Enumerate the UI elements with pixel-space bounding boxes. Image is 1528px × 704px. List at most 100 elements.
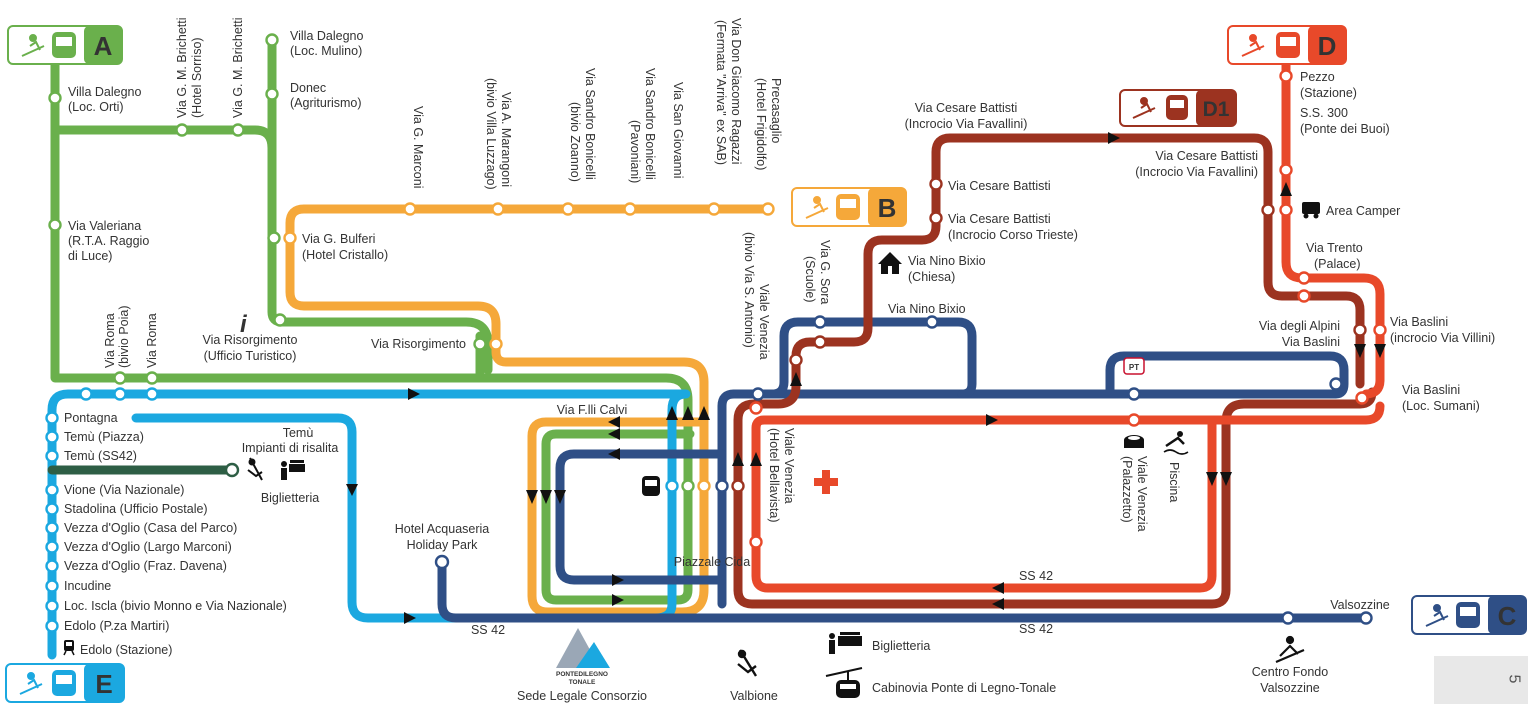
stop[interactable] [45, 521, 59, 535]
stop[interactable] [491, 202, 505, 216]
bus-icon [1276, 32, 1300, 58]
stop[interactable] [925, 315, 939, 329]
stop[interactable] [434, 554, 450, 570]
stop[interactable] [1261, 203, 1275, 217]
logo-text: PONTEDILEGNO [556, 671, 608, 678]
stop[interactable] [45, 411, 59, 425]
stop[interactable] [749, 401, 763, 415]
stop[interactable] [113, 371, 127, 385]
info-icon: i [240, 311, 248, 338]
stop[interactable] [751, 387, 765, 401]
stop-label: Via Risorgimento [203, 333, 298, 347]
badge-line-e[interactable]: E [5, 663, 125, 703]
stop-label: Loc. Iscla (bivio Monno e Via Nazionale) [64, 599, 287, 613]
stop[interactable] [665, 479, 679, 493]
stop[interactable] [929, 177, 943, 191]
stop[interactable] [681, 479, 695, 493]
stop[interactable] [283, 231, 297, 245]
stop[interactable] [113, 387, 127, 401]
cross-country-ski-icon [1275, 635, 1305, 664]
stop[interactable] [403, 202, 417, 216]
train-icon [63, 640, 75, 656]
badge-label: C [1498, 601, 1517, 631]
stop-label: di Luce) [68, 249, 112, 263]
stop-label: Via Sandro Bonicelli [583, 68, 597, 180]
stop[interactable] [1297, 271, 1311, 285]
stop-label: Edolo (Stazione) [80, 643, 172, 657]
stop-label: Vezza d'Oglio (Fraz. Davena) [64, 559, 227, 573]
stop[interactable] [1127, 387, 1141, 401]
stop[interactable] [1373, 323, 1387, 337]
badge-line-b[interactable]: B [791, 187, 907, 227]
stop[interactable] [1353, 323, 1367, 337]
badge-line-d[interactable]: D [1227, 25, 1347, 65]
stop[interactable] [929, 211, 943, 225]
stop[interactable] [489, 337, 503, 351]
stop[interactable] [1281, 611, 1295, 625]
stop[interactable] [1329, 377, 1343, 391]
ski-icon [1132, 97, 1156, 119]
stop[interactable] [45, 449, 59, 463]
stop-label: (Palace) [1314, 257, 1361, 271]
stop[interactable] [813, 315, 827, 329]
stop-label: Vezza d'Oglio (Largo Marconi) [64, 540, 232, 554]
stop[interactable] [1359, 611, 1373, 625]
stop[interactable] [265, 87, 279, 101]
stop-label: Via Don Giacomo Ragazzi [729, 18, 743, 164]
stop[interactable] [45, 502, 59, 516]
ski-icon [21, 34, 45, 57]
badge-line-d1[interactable]: D1 [1119, 89, 1237, 127]
stop[interactable] [45, 579, 59, 593]
stop[interactable] [1279, 203, 1293, 217]
page-number: 5 [1505, 674, 1523, 684]
stop[interactable] [45, 619, 59, 633]
stop[interactable] [473, 337, 487, 351]
stop-label: Via Valeriana [68, 219, 141, 233]
road-label: SS 42 [1019, 569, 1053, 583]
stop[interactable] [45, 599, 59, 613]
stop[interactable] [789, 353, 803, 367]
stop[interactable] [813, 335, 827, 349]
stops-a [48, 33, 487, 385]
stop[interactable] [1297, 289, 1311, 303]
stop[interactable] [45, 430, 59, 444]
stop[interactable] [48, 218, 62, 232]
stop[interactable] [45, 559, 59, 573]
stop-label: Villa Dalegno [290, 29, 363, 43]
stop[interactable] [48, 91, 62, 105]
stop[interactable] [1279, 163, 1293, 177]
stop[interactable] [273, 313, 287, 327]
stop[interactable] [1355, 391, 1369, 405]
stop-label: Via Trento [1306, 241, 1363, 255]
stop[interactable] [45, 483, 59, 497]
stop[interactable] [45, 540, 59, 554]
stop[interactable] [561, 202, 575, 216]
badge-line-c[interactable]: C [1411, 595, 1527, 635]
stop[interactable] [224, 462, 240, 478]
pool-icon [1163, 431, 1189, 455]
badge-line-a[interactable]: A [7, 25, 123, 65]
stop[interactable] [231, 123, 245, 137]
stop[interactable] [1279, 69, 1293, 83]
stop[interactable] [707, 202, 721, 216]
stop[interactable] [175, 123, 189, 137]
stop[interactable] [145, 387, 159, 401]
stop[interactable] [697, 479, 711, 493]
stop[interactable] [761, 202, 775, 216]
stop[interactable] [265, 33, 279, 47]
labels-line-e: Pontagna Temù (Piazza) Temù (SS42) Vione… [63, 411, 338, 657]
stop[interactable] [1127, 413, 1141, 427]
stop[interactable] [267, 231, 281, 245]
stop-label: Via degli Alpini [1259, 319, 1340, 333]
stop[interactable] [749, 535, 763, 549]
stop[interactable] [715, 479, 729, 493]
stop-label: Hotel Acquaseria [395, 522, 490, 536]
stop-label: Temù (Piazza) [64, 430, 144, 444]
stop-label: Edolo (P.za Martiri) [64, 619, 169, 633]
stop-label: Temù [283, 426, 314, 440]
stop[interactable] [731, 479, 745, 493]
stop[interactable] [623, 202, 637, 216]
stop[interactable] [79, 387, 93, 401]
stop-label: (Scuole) [803, 256, 817, 303]
stop[interactable] [145, 371, 159, 385]
